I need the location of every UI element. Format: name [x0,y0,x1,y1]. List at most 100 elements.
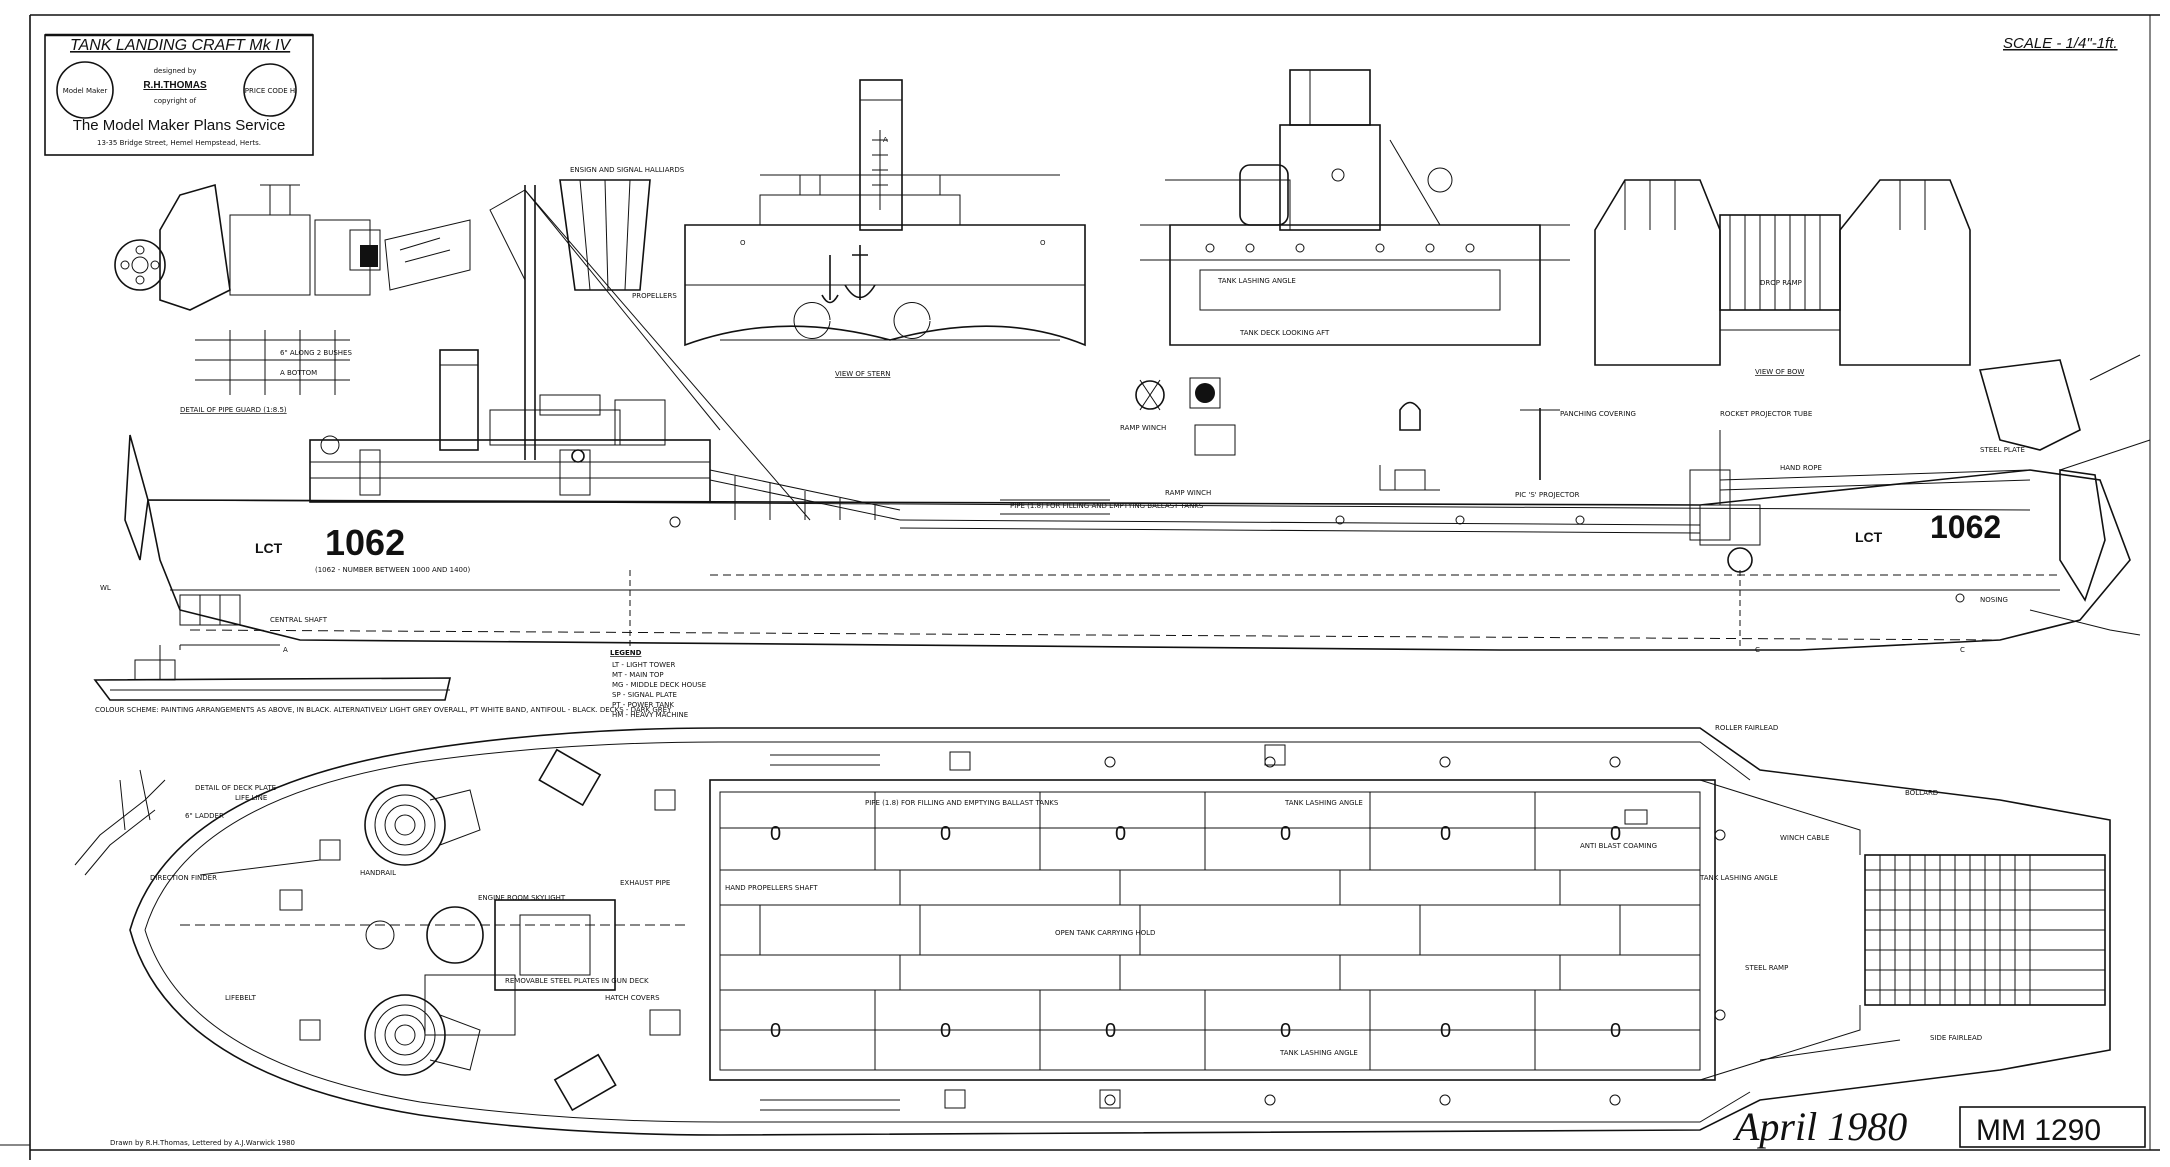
svg-text:0: 0 [1440,823,1451,845]
title-block: TANK LANDING CRAFT Mk IV Model Maker PRI… [44,33,314,156]
plan-view: OPEN TANK CARRYING HOLD PIPE (1.8) FOR F… [74,724,2111,1136]
svg-text:0: 0 [770,823,781,845]
svg-text:RAMP WINCH: RAMP WINCH [1165,489,1211,497]
stern-view: A O O VIEW OF STERN [684,79,1086,378]
plan-number-box [1959,1106,2146,1148]
legend: LEGEND LT - LIGHT TOWER MT - MAIN TOP MG… [610,649,706,719]
svg-text:A: A [883,136,888,144]
svg-text:13-35 Bridge Street, Hemel Hem: 13-35 Bridge Street, Hemel Hempstead, He… [97,139,261,147]
svg-text:PIPE (1.8) FOR FILLING AND EMP: PIPE (1.8) FOR FILLING AND EMPTYING BALL… [1010,502,1204,510]
svg-text:TANK LASHING ANGLE: TANK LASHING ANGLE [1279,1049,1358,1057]
publisher: The Model Maker Plans Service [73,117,286,134]
svg-text:STEEL RAMP: STEEL RAMP [1745,964,1788,972]
svg-text:ENSIGN AND SIGNAL HALLIARDS: ENSIGN AND SIGNAL HALLIARDS [570,166,685,174]
svg-text:NOSING: NOSING [1980,596,2008,604]
winch-icon [1135,380,1165,410]
svg-text:ENGINE ROOM SKYLIGHT: ENGINE ROOM SKYLIGHT [478,894,566,902]
footer-note: Drawn by R.H.Thomas, Lettered by A.J.War… [110,1139,295,1147]
svg-text:0: 0 [1115,823,1126,845]
svg-text:TANK LASHING ANGLE: TANK LASHING ANGLE [1699,874,1778,882]
svg-text:O: O [740,239,746,247]
plan-number: MM 1290 [1976,1114,2101,1147]
svg-text:REMOVABLE STEEL PLATES IN GUN: REMOVABLE STEEL PLATES IN GUN DECK [505,977,649,985]
bow-view-label: VIEW OF BOW [1755,368,1804,376]
svg-text:0: 0 [770,1020,781,1042]
hull-number-bow: 1062 [1930,509,2001,545]
svg-text:0: 0 [1280,823,1291,845]
svg-text:DROP RAMP: DROP RAMP [1760,279,1802,287]
svg-text:designed by: designed by [154,67,197,75]
price-code-stamp [243,63,297,117]
svg-text:copyright of: copyright of [154,97,197,105]
svg-text:SIDE FAIRLEAD: SIDE FAIRLEAD [1930,1034,1982,1042]
svg-text:0: 0 [1280,1020,1291,1042]
svg-text:0: 0 [940,1020,951,1042]
svg-text:MG - MIDDLE DECK HOUSE: MG - MIDDLE DECK HOUSE [612,681,706,689]
compass-rose-icon [426,906,484,964]
svg-text:ROLLER FAIRLEAD: ROLLER FAIRLEAD [1715,724,1778,732]
hull-number-stern: 1062 [325,522,405,563]
hull-prefix-bow: LCT [1855,529,1883,545]
svg-text:PANCHING COVERING: PANCHING COVERING [1560,410,1636,418]
svg-text:LT - LIGHT TOWER: LT - LIGHT TOWER [612,661,675,669]
svg-text:LEGEND: LEGEND [610,649,642,657]
svg-text:0: 0 [940,823,951,845]
designer-name: R.H.THOMAS [143,80,207,91]
bow-upper-detail [114,183,471,311]
ladder-label: 6" LADDER [185,812,224,820]
svg-text:Model Maker: Model Maker [63,87,108,95]
plan-date: April 1980 [1732,1104,1907,1149]
svg-text:DIRECTION FINDER: DIRECTION FINDER [150,874,217,882]
svg-text:PRICE CODE H: PRICE CODE H [245,87,295,95]
svg-text:0: 0 [1440,1020,1451,1042]
tank-deck-view: TANK LASHING ANGLE TANK DECK LOOKING AFT [1140,69,1570,346]
open-hold-label: OPEN TANK CARRYING HOLD [1055,929,1155,937]
svg-text:6" ALONG 2 BUSHES: 6" ALONG 2 BUSHES [280,349,352,357]
svg-text:PIPE (1.8) FOR FILLING AND EMP: PIPE (1.8) FOR FILLING AND EMPTYING BALL… [865,799,1059,807]
svg-text:HM - HEAVY MACHINE: HM - HEAVY MACHINE [612,711,688,719]
mast-rigging: ENSIGN AND SIGNAL HALLIARDS PROPELLERS [489,166,811,521]
svg-text:EXHAUST PIPE: EXHAUST PIPE [620,879,670,887]
svg-text:BOLLARD: BOLLARD [1905,789,1938,797]
model-maker-stamp [56,61,114,119]
svg-text:SP - SIGNAL PLATE: SP - SIGNAL PLATE [612,691,677,699]
svg-text:0: 0 [1610,823,1621,845]
svg-text:HANDRAIL: HANDRAIL [360,869,396,877]
svg-text:(1062 - NUMBER BETWEEN 1000 AN: (1062 - NUMBER BETWEEN 1000 AND 1400) [315,566,470,574]
svg-text:MT - MAIN TOP: MT - MAIN TOP [612,671,664,679]
hull-prefix-stern: LCT [255,540,283,556]
svg-text:TANK LASHING ANGLE: TANK LASHING ANGLE [1217,277,1296,285]
tank-deck-label: TANK DECK LOOKING AFT [1239,329,1330,337]
svg-text:LIFE LINE: LIFE LINE [235,794,267,802]
plan-title: TANK LANDING CRAFT Mk IV [70,37,291,54]
svg-text:WL: WL [100,584,111,592]
colour-scheme-silhouette: COLOUR SCHEME: PAINTING ARRANGEMENTS AS … [93,645,672,714]
svg-text:A BOTTOM: A BOTTOM [280,369,317,377]
callout-propellers: PROPELLERS [632,292,677,300]
svg-text:WINCH CABLE: WINCH CABLE [1780,834,1829,842]
colour-note: COLOUR SCHEME: PAINTING ARRANGEMENTS AS … [95,706,672,714]
svg-text:0: 0 [1105,1020,1116,1042]
svg-text:CENTRAL SHAFT: CENTRAL SHAFT [270,616,328,624]
svg-text:O: O [1040,239,1046,247]
svg-text:ROCKET PROJECTOR TUBE: ROCKET PROJECTOR TUBE [1720,410,1812,418]
stern-view-label: VIEW OF STERN [835,370,890,378]
svg-text:TANK LASHING ANGLE: TANK LASHING ANGLE [1284,799,1363,807]
svg-text:HATCH COVERS: HATCH COVERS [605,994,660,1002]
bow-view: VIEW OF BOW DROP RAMP [1594,179,2141,451]
equipment-details: RAMP WINCH PIC 'S' PROJECTOR PANCHING CO… [1120,377,2025,499]
svg-text:HAND ROPE: HAND ROPE [1780,464,1822,472]
pipe-guard-label: DETAIL OF PIPE GUARD (1:8.5) [180,406,287,414]
svg-text:LIFEBELT: LIFEBELT [225,994,257,1002]
svg-text:HAND PROPELLERS SHAFT: HAND PROPELLERS SHAFT [725,884,818,892]
svg-text:0: 0 [1610,1020,1621,1042]
svg-text:A: A [283,646,288,654]
svg-text:ANTI BLAST COAMING: ANTI BLAST COAMING [1580,842,1657,850]
anchor-icon [821,255,839,304]
svg-text:C: C [1755,646,1760,654]
scale-label: SCALE - 1/4"-1ft. [2003,35,2118,52]
pic-projector-label: PIC 'S' PROJECTOR [1515,491,1580,499]
deck-plate-label: DETAIL OF DECK PLATE [195,784,276,792]
propeller-icon [793,302,931,339]
svg-text:C: C [1960,646,1965,654]
